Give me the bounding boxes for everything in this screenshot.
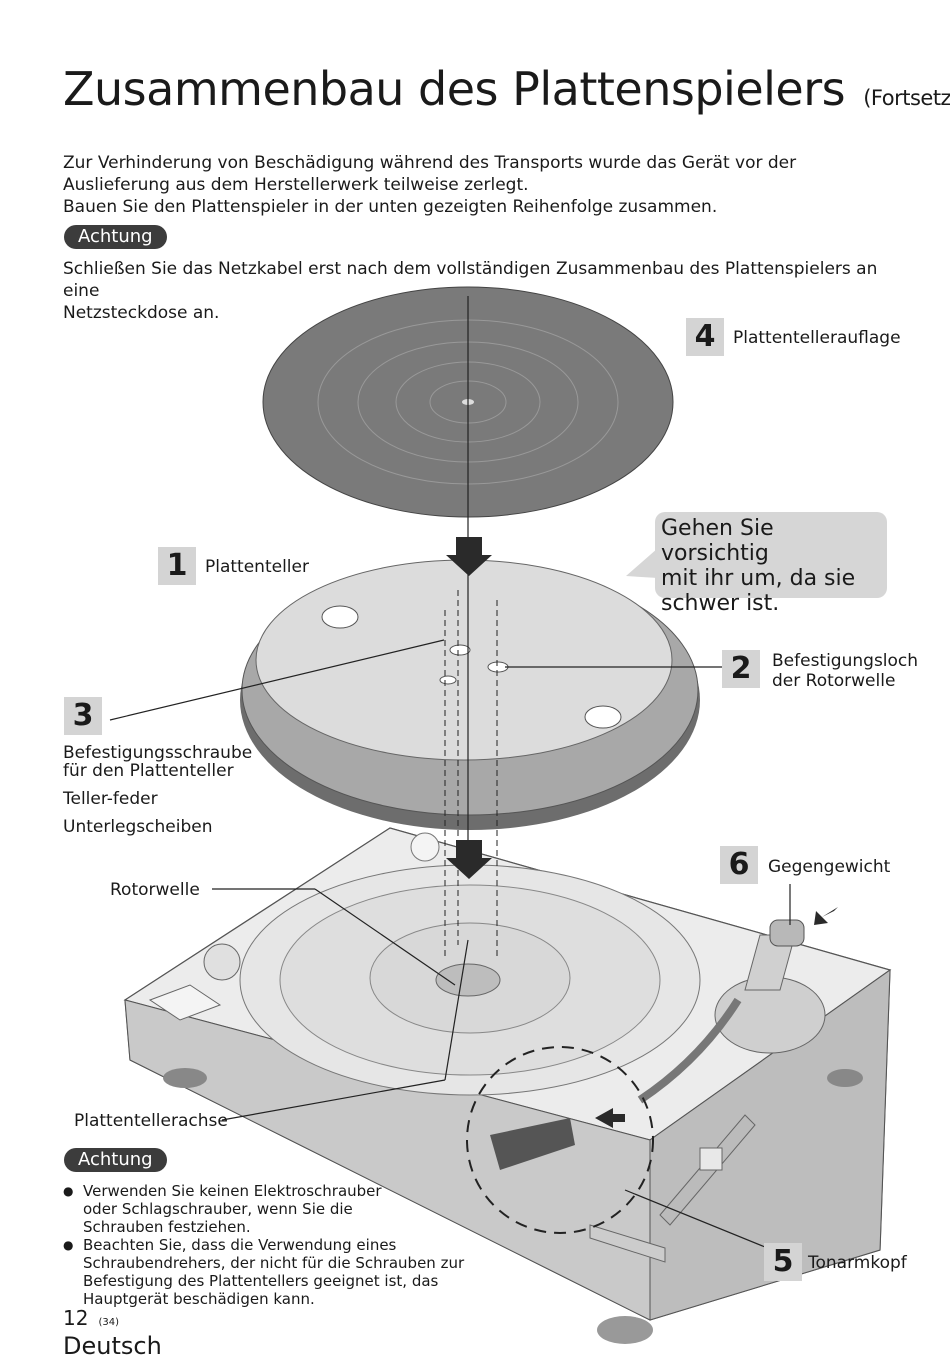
callout-number-1: 1 xyxy=(158,547,196,585)
notes-caution-badge: Achtung xyxy=(64,1148,167,1172)
label-platter-axle: Plattentellerachse xyxy=(74,1111,228,1131)
language-label: Deutsch xyxy=(63,1332,162,1360)
callout-number-6: 6 xyxy=(720,846,758,884)
page-number-text: 12 xyxy=(63,1306,89,1330)
note-line: Beachten Sie, dass die Verwendung eines xyxy=(83,1236,397,1254)
callout-label-counterweight: Gegengewicht xyxy=(768,857,891,877)
callout-number-2: 2 xyxy=(722,650,760,688)
warning-bubble: Gehen Sie vorsichtig mit ihr um, da sie … xyxy=(655,512,887,616)
note-line: Befestigung des Plattentellers geeignet … xyxy=(83,1272,439,1290)
note-line: Schrauben festziehen. xyxy=(83,1218,251,1236)
page-number-sub: (34) xyxy=(98,1317,119,1328)
intro-line: Zur Verhinderung von Beschädigung währen… xyxy=(63,153,797,173)
caution-notes: Verwenden Sie keinen Elektroschrauber od… xyxy=(63,1182,483,1308)
bubble-line: mit ihr um, da sie xyxy=(661,566,856,591)
label-rotor-shaft: Rotorwelle xyxy=(110,880,200,900)
intro-line: Auslieferung aus dem Herstellerwerk teil… xyxy=(63,175,529,195)
callout-number-4: 4 xyxy=(686,318,724,356)
callout-label-screw: Befestigungsschraube für den Plattentell… xyxy=(63,744,252,780)
bubble-line: Gehen Sie vorsichtig xyxy=(661,516,774,566)
label-line: Befestigungsloch xyxy=(772,651,919,671)
caution-badge: Achtung xyxy=(64,225,167,249)
caution-line: Schließen Sie das Netzkabel erst nach de… xyxy=(63,259,878,301)
label-line: der Rotorwelle xyxy=(772,671,896,691)
intro-paragraph: Zur Verhinderung von Beschädigung währen… xyxy=(63,152,893,218)
note-line: Hauptgerät beschädigen kann. xyxy=(83,1290,315,1308)
caution-text: Schließen Sie das Netzkabel erst nach de… xyxy=(63,258,913,324)
note-line: Verwenden Sie keinen Elektroschrauber xyxy=(83,1182,382,1200)
callout-label-washers: Unterlegscheiben xyxy=(63,817,213,837)
callout-label-spring: Teller-feder xyxy=(63,789,158,809)
caution-line: Netzsteckdose an. xyxy=(63,303,220,323)
note-line: oder Schlagschrauber, wenn Sie die xyxy=(83,1200,353,1218)
title-text: Zusammenbau des Plattenspielers xyxy=(63,62,846,116)
label-line: Befestigungsschraube xyxy=(63,743,253,763)
note-item: Verwenden Sie keinen Elektroschrauber od… xyxy=(63,1182,483,1236)
label-line: für den Plattenteller xyxy=(63,761,234,781)
callout-label-platter: Plattenteller xyxy=(205,557,309,577)
page-number: 12 (34) xyxy=(63,1306,119,1330)
callout-label-rotor-hole: Befestigungsloch der Rotorwelle xyxy=(772,651,918,691)
note-item: Beachten Sie, dass die Verwendung eines … xyxy=(63,1236,483,1308)
callout-label-slipmat: Plattentellerauflage xyxy=(733,328,901,348)
intro-line: Bauen Sie den Plattenspieler in der unte… xyxy=(63,197,718,217)
bubble-line: schwer ist. xyxy=(661,591,780,616)
callout-number-3: 3 xyxy=(64,697,102,735)
note-line: Schraubendrehers, der nicht für die Schr… xyxy=(83,1254,465,1272)
page-title: Zusammenbau des Plattenspielers (Fortset… xyxy=(63,62,950,116)
callout-label-headshell: Tonarmkopf xyxy=(808,1253,907,1273)
callout-number-5: 5 xyxy=(764,1243,802,1281)
warning-bubble-text: Gehen Sie vorsichtig mit ihr um, da sie … xyxy=(661,516,887,616)
title-suffix: (Fortsetzung) xyxy=(863,86,950,110)
